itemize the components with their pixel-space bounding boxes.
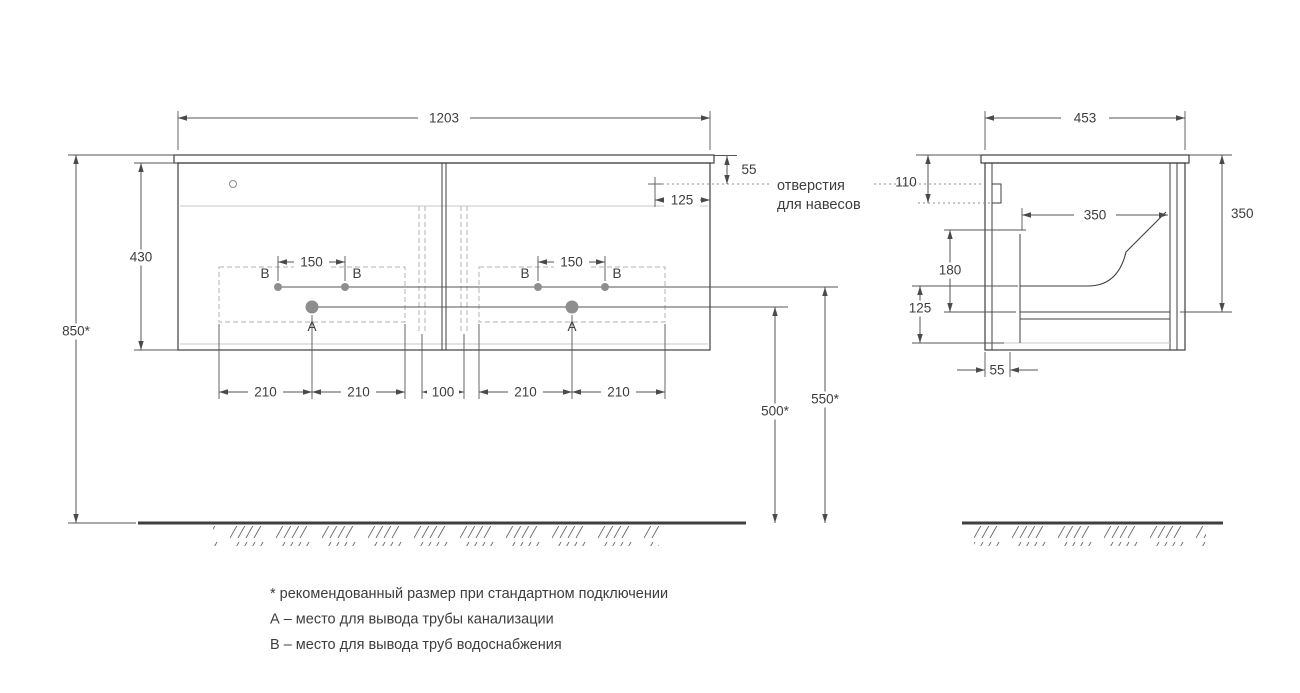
hanger-holes: отверстия для навесов [229, 177, 982, 213]
side-cabinet-outline [918, 154, 1190, 351]
dim-110-value: 110 [895, 175, 917, 190]
side-cabinet-body [984, 162, 1186, 351]
front-cabinet-body [177, 162, 711, 351]
dim-front-offset: 55 [957, 352, 1038, 378]
hanger-note-line1: отверстия [777, 178, 845, 194]
dim-bottom-2: 210 [347, 385, 370, 400]
dim-drain-height: 500* [752, 307, 798, 523]
pipe-exit-points: B B B B А А [260, 266, 838, 334]
point-b-label: B [260, 266, 269, 281]
point-b-circle [601, 283, 609, 291]
note-point-a: А – место для вывода трубы канализации [270, 612, 554, 628]
dim-hanger-top-value: 55 [741, 162, 756, 177]
point-b-label: B [612, 266, 621, 281]
front-countertop [173, 154, 715, 164]
point-b-circle [534, 283, 542, 291]
dim-width-value: 1203 [429, 111, 459, 126]
front-floor-hatch [213, 526, 659, 546]
dim-drain-height-value: 500* [761, 404, 790, 419]
dim-55-value: 55 [989, 363, 1004, 378]
dim-hanger-side-value: 125 [671, 193, 694, 208]
right-drawer-zone [478, 266, 666, 323]
dim-125-value: 125 [909, 301, 932, 316]
dim-cabinet-height-value: 430 [130, 250, 153, 265]
hanger-bracket [991, 183, 1002, 204]
dim-bottom-3: 100 [432, 385, 455, 400]
left-drawer-zone [218, 266, 406, 323]
side-drawer-profile [1019, 211, 1170, 343]
dim-siphon-spacing-left: 150 [277, 254, 346, 281]
dim-depth-value: 453 [1074, 111, 1097, 126]
dim-inner-depth-value: 350 [1084, 208, 1107, 223]
dim-bottom-1: 210 [254, 385, 277, 400]
point-b-label: B [352, 266, 361, 281]
legend-notes: * рекомендованный размер при стандартном… [270, 586, 668, 653]
note-point-b: B – место для вывода труб водоснабжения [270, 637, 562, 653]
dim-hanger-offset-side: 110 [895, 154, 981, 203]
dim-supply-height: 550* [802, 287, 848, 523]
dim-cabinet-height: 430 [121, 162, 178, 351]
point-b-label: B [520, 266, 529, 281]
dim-inner-depth: 350 [1021, 207, 1168, 230]
dim-supply-height-value: 550* [811, 392, 840, 407]
dim-bottom-4: 210 [514, 385, 537, 400]
hanger-note-line2: для навесов [777, 197, 861, 213]
dim-150-left-value: 150 [300, 255, 323, 270]
point-b-circle [274, 283, 282, 291]
front-floor [138, 521, 746, 546]
left-hanger-hole [229, 180, 237, 188]
dim-siphon-spacing-right: 150 [537, 254, 606, 281]
dim-inner-height: 350 [1180, 154, 1254, 313]
dim-hanger-offsets: 55 125 [654, 155, 757, 208]
note-recommended-size: * рекомендованный размер при стандартном… [270, 586, 668, 602]
front-cabinet-outline [173, 154, 715, 351]
side-floor-hatch [974, 526, 1206, 546]
dim-bottom-chain: 210 210 100 210 210 [218, 315, 666, 400]
dim-floor-height-value: 850* [62, 324, 91, 339]
front-view: B B B B А А отверстия для навесов 1203 [54, 110, 982, 546]
dim-height-to-floor: 850* [54, 154, 174, 524]
side-floor [962, 521, 1223, 546]
dim-150-right-value: 150 [560, 255, 583, 270]
point-a-circle [565, 300, 579, 314]
dim-bottom-5: 210 [607, 385, 630, 400]
drawer-side-curve [1020, 211, 1167, 287]
side-countertop [980, 154, 1190, 164]
dim-inner-height-value: 350 [1231, 206, 1254, 221]
point-a-circle [305, 300, 319, 314]
dim-overall-width: 1203 [177, 110, 711, 150]
dim-180-value: 180 [939, 263, 962, 278]
point-b-circle [341, 283, 349, 291]
side-view: 453 110 350 350 180 [895, 110, 1254, 546]
dim-drawer-height: 180 [931, 229, 1026, 313]
dim-bottom-clearance: 125 [901, 285, 1018, 344]
dim-depth: 453 [984, 110, 1186, 150]
